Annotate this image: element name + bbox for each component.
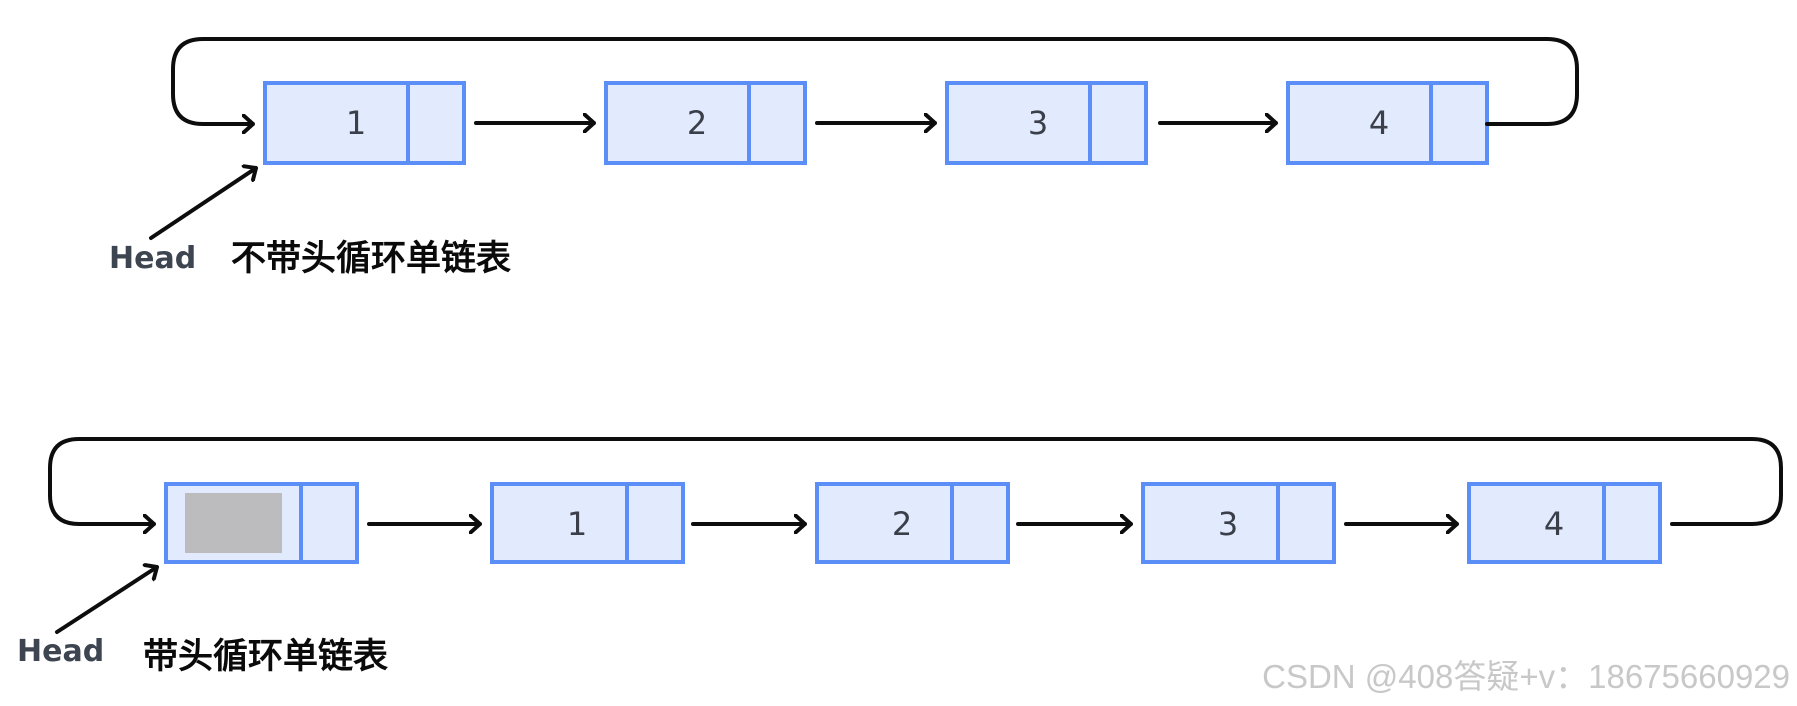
node-value: 1 <box>346 104 366 142</box>
head-pointer-arrow <box>149 168 258 240</box>
node-value: 2 <box>892 505 912 543</box>
sentinel-node <box>164 482 359 564</box>
node-3: 3 <box>1141 482 1336 564</box>
head-label: Head <box>109 241 196 276</box>
node-4: 4 <box>1467 482 1662 564</box>
node-4: 4 <box>1286 81 1489 165</box>
node-3: 3 <box>945 81 1148 165</box>
head-pointer-arrow <box>55 567 159 634</box>
node-value: 3 <box>1028 104 1048 142</box>
node-value: 2 <box>687 104 707 142</box>
node-value: 4 <box>1544 505 1564 543</box>
node-value: 3 <box>1218 505 1238 543</box>
diagram-caption: 带头循环单链表 <box>143 637 388 677</box>
watermark: CSDN @408答疑+v：18675660929 <box>1262 658 1790 695</box>
head-label: Head <box>17 634 104 669</box>
node-value: 1 <box>567 505 587 543</box>
node-1: 1 <box>490 482 685 564</box>
node-2: 2 <box>815 482 1010 564</box>
node-2: 2 <box>604 81 807 165</box>
node-value: 4 <box>1369 104 1389 142</box>
loop-back-arrow <box>48 437 1783 524</box>
diagram-caption: 不带头循环单链表 <box>231 239 511 279</box>
node-1: 1 <box>263 81 466 165</box>
loop-back-arrow <box>171 37 1579 124</box>
sentinel-data-block <box>185 493 282 553</box>
diagram-no-head: 1 2 3 4 Head 不带头循环单链表 <box>109 37 1579 279</box>
diagram-with-head: 1 2 3 4 Head 带头循环单链表 <box>17 437 1783 677</box>
